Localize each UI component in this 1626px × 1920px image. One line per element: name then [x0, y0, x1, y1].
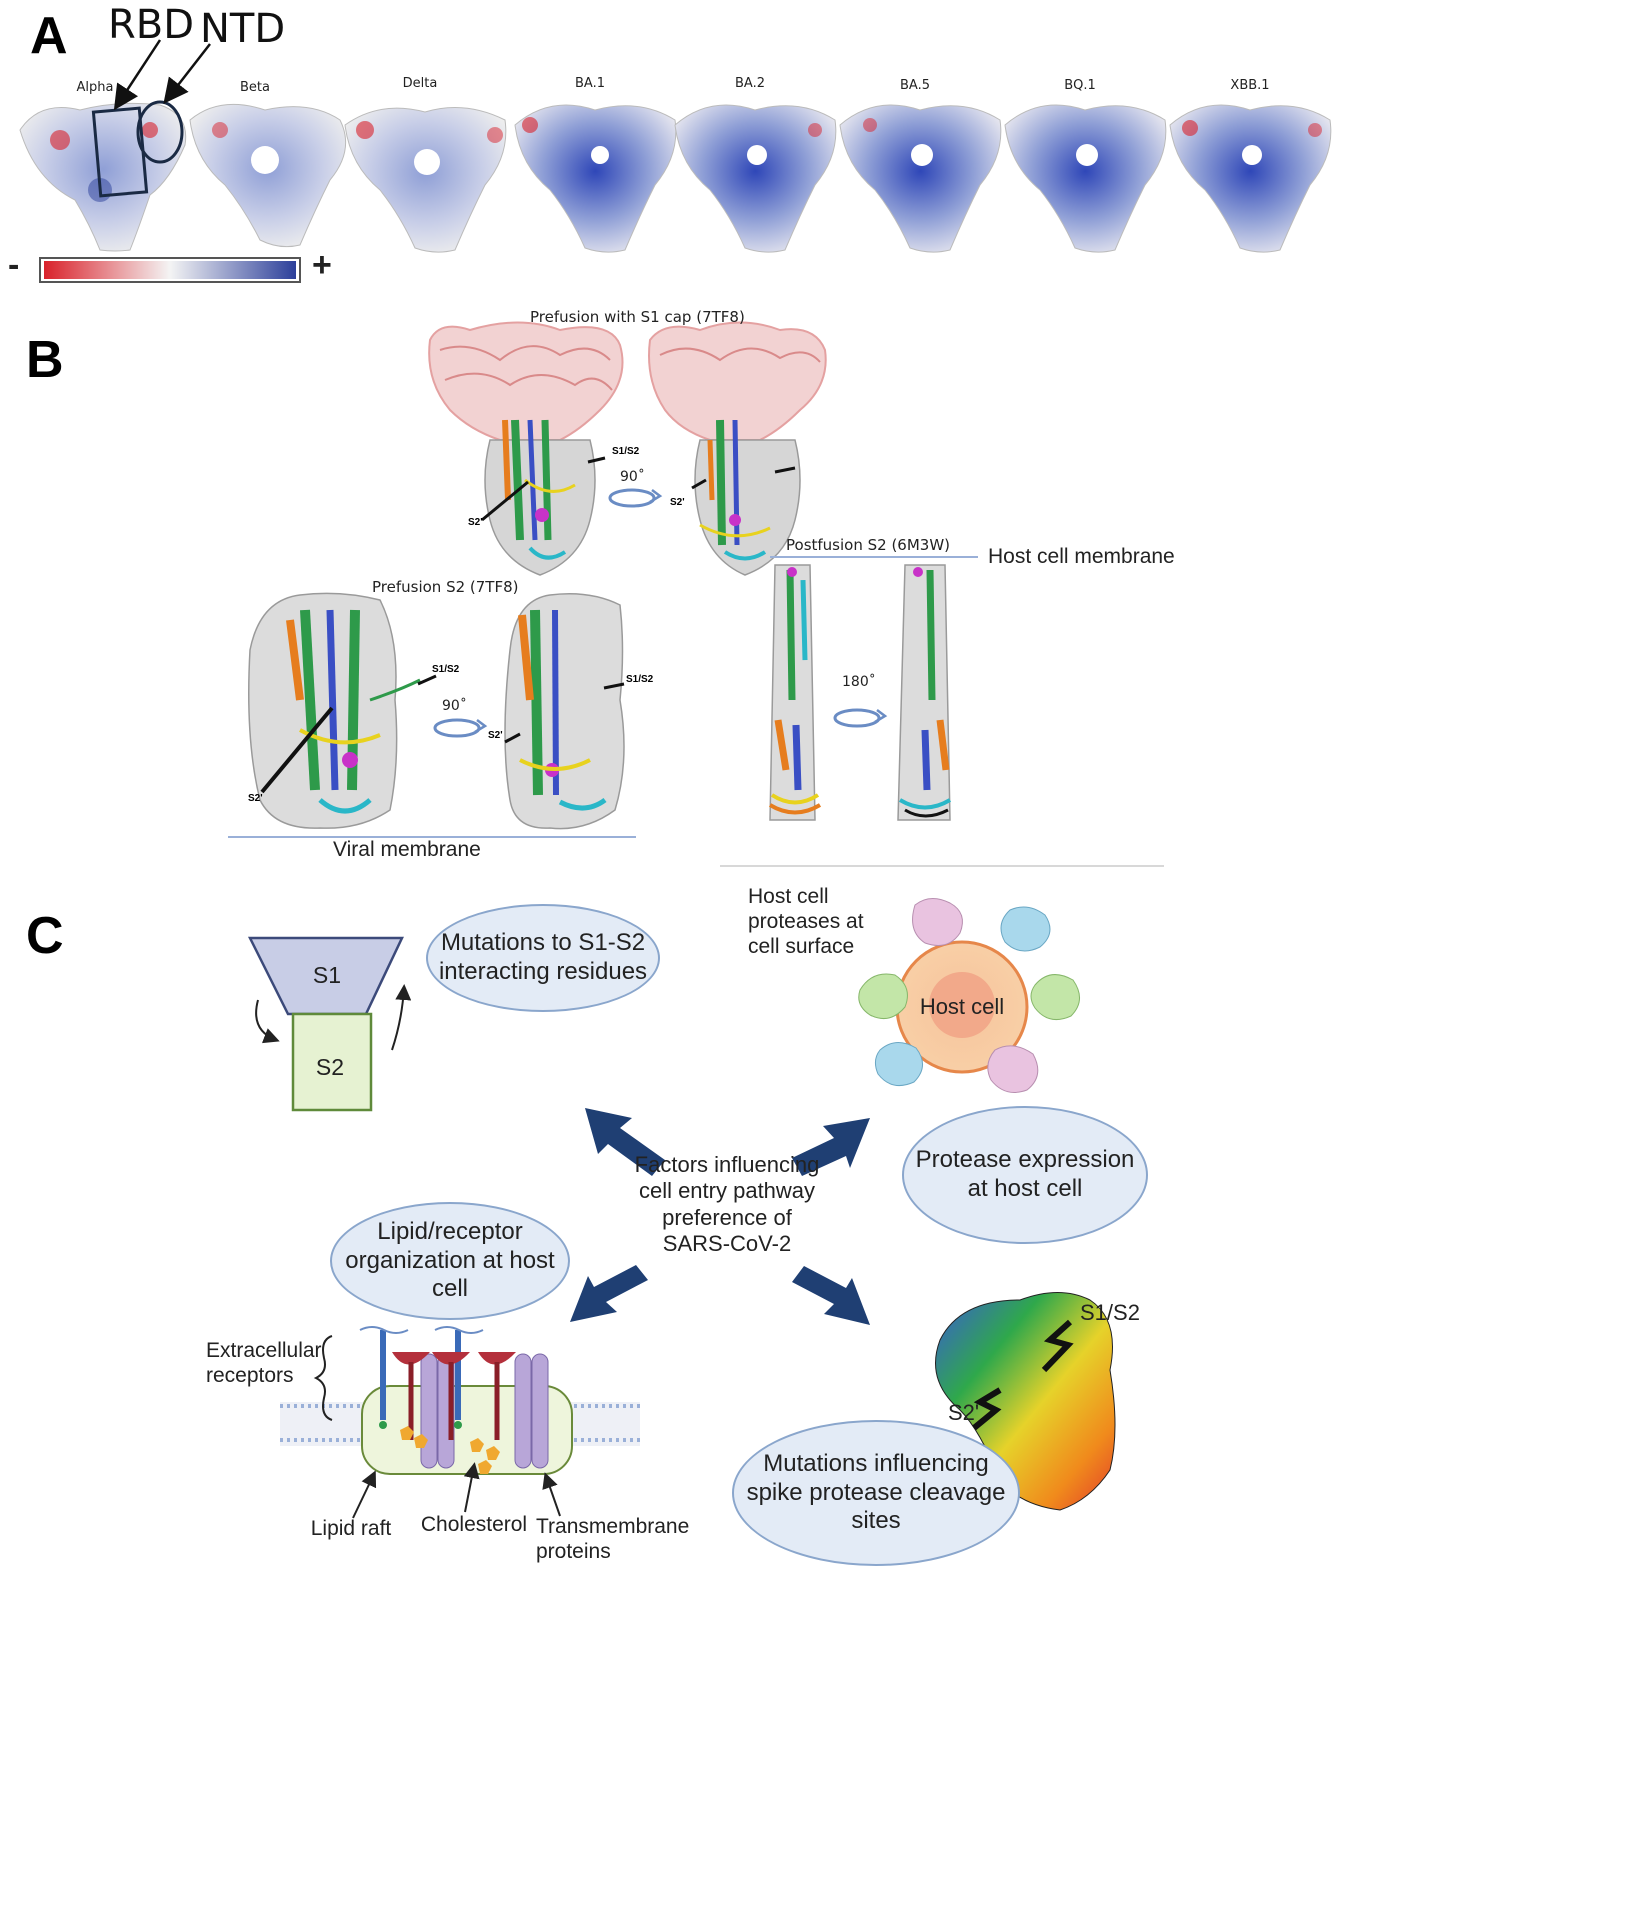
esp-scale-gradient — [44, 261, 296, 279]
scale-plus: + — [312, 246, 332, 284]
bubble-lipid-receptor-text: Lipid/receptor organization at host cell — [345, 1217, 555, 1303]
s2p-tag-cap-right: S2' — [670, 497, 685, 508]
surface-ba1 — [514, 104, 677, 253]
prefusion-cap-right — [648, 321, 827, 576]
variant-label-xbb1: XBB.1 — [1230, 78, 1270, 93]
cholesterol-label: Cholesterol — [420, 1513, 528, 1536]
rbd-label: RBD — [108, 2, 195, 48]
panel-c-letter: C — [26, 907, 64, 965]
surface-delta — [344, 107, 507, 253]
panel-b-letter: B — [26, 331, 64, 389]
surface-bq1 — [1004, 104, 1167, 253]
variant-label-beta: Beta — [240, 80, 270, 95]
variant-label-ba5: BA.5 — [900, 78, 930, 93]
transmembrane-pointer — [542, 1472, 561, 1517]
extracellular-receptors — [359, 1326, 516, 1440]
prefusion-s2-right — [504, 593, 625, 830]
postfusion-left — [768, 564, 822, 821]
lipid-raft-pointer — [352, 1470, 377, 1519]
viral-membrane-label: Viral membrane — [333, 838, 481, 861]
lipid-raft-label: Lipid raft — [310, 1517, 392, 1540]
rotation-arrow-180 — [833, 708, 888, 728]
s2p-tag-s2-left: S2' — [248, 793, 263, 804]
host-membrane-label: Host cell membrane — [988, 545, 1175, 568]
rot-90-top: 90˚ — [620, 469, 645, 485]
s1s2-cycle-arrow-right — [391, 984, 412, 1051]
cleavage-s2p-label: S2' — [948, 1400, 980, 1425]
spike-cleavage-structure — [935, 1292, 1116, 1511]
receptors-brace — [313, 1335, 333, 1421]
surface-beta — [189, 103, 347, 248]
s1s2-tag-s2-right: S1/S2 — [626, 674, 654, 685]
s2-label: S2 — [315, 1054, 345, 1080]
postfusion-right — [897, 564, 952, 821]
rot-180: 180˚ — [842, 674, 876, 690]
bubble-protease-expression: Protease expression at host cell — [902, 1106, 1148, 1244]
bubble-protease-expression-text: Protease expression at host cell — [915, 1146, 1135, 1202]
variant-label-bq1: BQ.1 — [1064, 78, 1096, 93]
panel-a-letter: A — [30, 7, 68, 65]
bubble-cleavage-mutations: Mutations influencing spike protease cle… — [732, 1420, 1020, 1566]
s1-label: S1 — [312, 962, 342, 988]
surface-ba5 — [839, 104, 1002, 253]
prefusion-s2-title: Prefusion S2 (7TF8) — [372, 578, 519, 596]
s1s2-cycle-arrow-left — [255, 999, 280, 1044]
variant-label-ba1: BA.1 — [575, 76, 605, 91]
host-cell-nucleus — [929, 972, 995, 1038]
prefusion-s2-left — [248, 592, 437, 829]
bubble-s1s2-mutations: Mutations to S1-S2 interacting residues — [426, 904, 660, 1012]
cholesterol-pointer — [463, 1462, 480, 1513]
host-proteases-label: Host cell proteases at cell surface — [748, 885, 864, 959]
prefusion-cap-title: Prefusion with S1 cap (7TF8) — [530, 308, 745, 326]
cholesterol — [400, 1426, 500, 1474]
extracellular-receptors-label: Extracellular receptors — [206, 1339, 322, 1388]
rbd-arrow — [113, 39, 162, 111]
s1s2-tag-s2-left: S1/S2 — [432, 664, 460, 675]
variant-label-alpha: Alpha — [76, 80, 114, 95]
surface-xbb1 — [1169, 104, 1332, 253]
s2p-tag-s2-right: S2' — [488, 730, 503, 741]
s2-box — [291, 1012, 373, 1112]
variant-label-ba2: BA.2 — [735, 76, 765, 91]
rotation-arrow-90-top — [608, 488, 663, 508]
center-factors-text: Factors influencing cell entry pathway p… — [634, 1152, 820, 1257]
cleavage-s1s2-label: S1/S2 — [1080, 1300, 1140, 1325]
postfusion-title: Postfusion S2 (6M3W) — [786, 536, 951, 554]
surface-alpha — [19, 102, 187, 252]
ntd-label: NTD — [200, 6, 286, 52]
s2p-tag-cap-left: S2' — [468, 517, 483, 528]
transmembrane-label: Transmembrane proteins — [536, 1515, 690, 1564]
bubble-lipid-receptor: Lipid/receptor organization at host cell — [330, 1202, 570, 1320]
surface-ba2 — [674, 104, 837, 253]
ntd-ellipse — [136, 100, 184, 164]
bubble-cleavage-mutations-text: Mutations influencing spike protease cle… — [746, 1449, 1006, 1535]
scale-minus: - — [8, 246, 20, 284]
ntd-arrow — [163, 43, 211, 104]
bubble-s1s2-mutations-text: Mutations to S1-S2 interacting residues — [438, 929, 648, 985]
variant-label-delta: Delta — [402, 76, 438, 91]
rotation-arrow-90-mid — [433, 718, 488, 738]
proteases — [858, 898, 1080, 1093]
s1s2-tag-cap: S1/S2 — [612, 446, 640, 457]
host-cell-label: Host cell — [919, 994, 1005, 1019]
rot-90-mid: 90˚ — [442, 698, 467, 714]
center-arrows — [570, 1108, 870, 1325]
variant-surfaces — [19, 102, 1332, 253]
prefusion-cap-left — [428, 321, 624, 576]
